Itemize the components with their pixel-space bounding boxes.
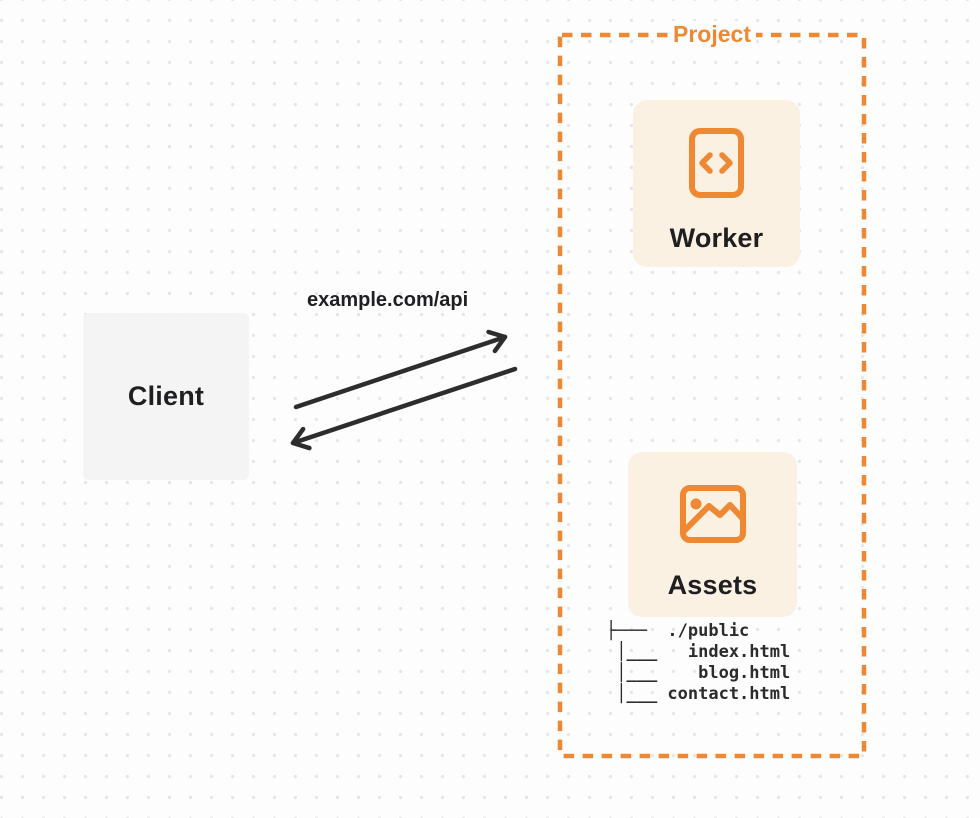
client-label: Client <box>127 381 205 411</box>
file-tree-line-public: ├─── ./public <box>606 621 750 641</box>
response-arrow <box>290 366 518 451</box>
client-node: Client <box>83 313 249 480</box>
request-arrow <box>293 329 508 410</box>
image-icon <box>679 485 746 548</box>
file-tree-line-index: │___ index.html <box>606 642 791 662</box>
project-title: Project <box>668 21 756 48</box>
file-tree-line-contact: │___ contact.html <box>606 684 791 704</box>
code-file-icon <box>689 128 744 203</box>
assets-node: Assets <box>628 452 797 617</box>
file-tree-line-blog: │___ blog.html <box>606 663 791 683</box>
assets-label: Assets <box>667 570 758 600</box>
worker-label: Worker <box>669 223 764 253</box>
request-url-label: example.com/api <box>307 289 469 311</box>
worker-node: Worker <box>633 100 800 267</box>
assets-file-tree: ├─── ./public │___ index.html │___ blog.… <box>606 621 790 705</box>
